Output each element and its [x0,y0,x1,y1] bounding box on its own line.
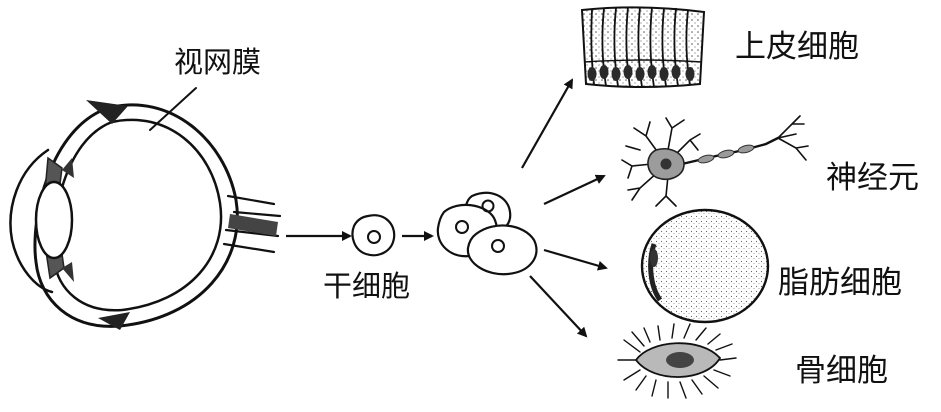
arrow-to-epithelial [521,78,573,169]
eye-illustration [9,87,282,330]
arrow-to-bone [529,275,588,338]
stem-cell-illustration [351,214,396,257]
dividing-cells-illustration [436,191,538,276]
label-neuron: 神经元 [826,160,919,196]
label-epithelial-cell: 上皮细胞 [735,29,859,65]
bone-cell-illustration [617,323,737,399]
epithelial-cells-illustration [580,6,706,88]
arrow-to-neuron [543,174,606,205]
label-fat-cell: 脂肪细胞 [778,265,902,301]
label-retina: 视网膜 [174,45,262,79]
label-bone-cell: 骨细胞 [795,353,888,389]
neuron-illustration [621,115,809,207]
label-stem-cell: 干细胞 [323,269,411,303]
arrows [286,78,608,338]
fat-cell-illustration [640,208,770,324]
arrow-to-fat [543,248,608,271]
